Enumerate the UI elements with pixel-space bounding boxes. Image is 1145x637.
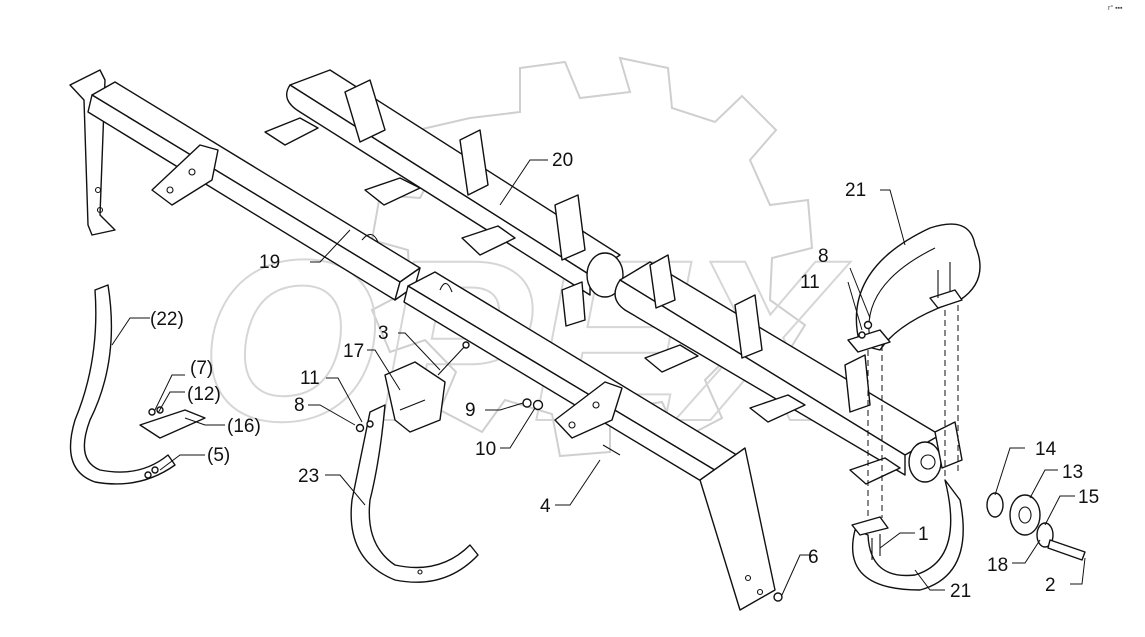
- tube-20: [264, 69, 624, 327]
- label-11-left: 11: [300, 368, 320, 389]
- frame-beam-19: [69, 69, 421, 301]
- label-23: 23: [298, 466, 319, 487]
- label-21-upper: 21: [845, 180, 866, 201]
- label-17: 17: [343, 341, 364, 362]
- hub-assembly: [986, 492, 1086, 561]
- label-5: (5): [207, 445, 230, 466]
- clamp-21-lower: [851, 479, 964, 591]
- label-19: 19: [259, 252, 280, 273]
- label-14: 14: [1035, 439, 1057, 460]
- label-20: 20: [552, 150, 573, 171]
- corner-mark: r° ▪▪▪: [1108, 4, 1123, 12]
- leader-lines: [111, 159, 1086, 596]
- label-12: (12): [187, 384, 221, 405]
- label-15: 15: [1078, 487, 1099, 508]
- tine-23: [350, 404, 479, 583]
- label-2: 2: [1045, 575, 1056, 596]
- label-11-right: 11: [800, 272, 820, 293]
- frame-beam-lower: [403, 271, 776, 611]
- alignment-lines: [867, 305, 959, 520]
- bracket-17: [384, 361, 446, 433]
- clamp-21-upper: [847, 223, 981, 353]
- label-8-left: 8: [294, 395, 305, 416]
- label-21-lower: 21: [950, 581, 971, 602]
- callout-labels: 20 21 19 8 11 (22) 3 17 11 8 (7) (12) (1…: [150, 150, 1099, 602]
- fasteners: [144, 320, 873, 602]
- label-4: 4: [540, 496, 551, 517]
- tube-lower: [614, 254, 963, 485]
- label-10: 10: [475, 439, 496, 460]
- label-7: (7): [190, 358, 213, 379]
- label-6: 6: [808, 547, 819, 568]
- label-16: (16): [227, 416, 261, 437]
- label-1: 1: [918, 524, 929, 545]
- label-18: 18: [987, 555, 1008, 576]
- label-22: (22): [150, 309, 184, 330]
- tine-22: [69, 284, 206, 485]
- label-13: 13: [1062, 462, 1083, 483]
- label-9: 9: [465, 400, 476, 421]
- label-3: 3: [378, 323, 389, 344]
- label-8-right: 8: [818, 246, 829, 267]
